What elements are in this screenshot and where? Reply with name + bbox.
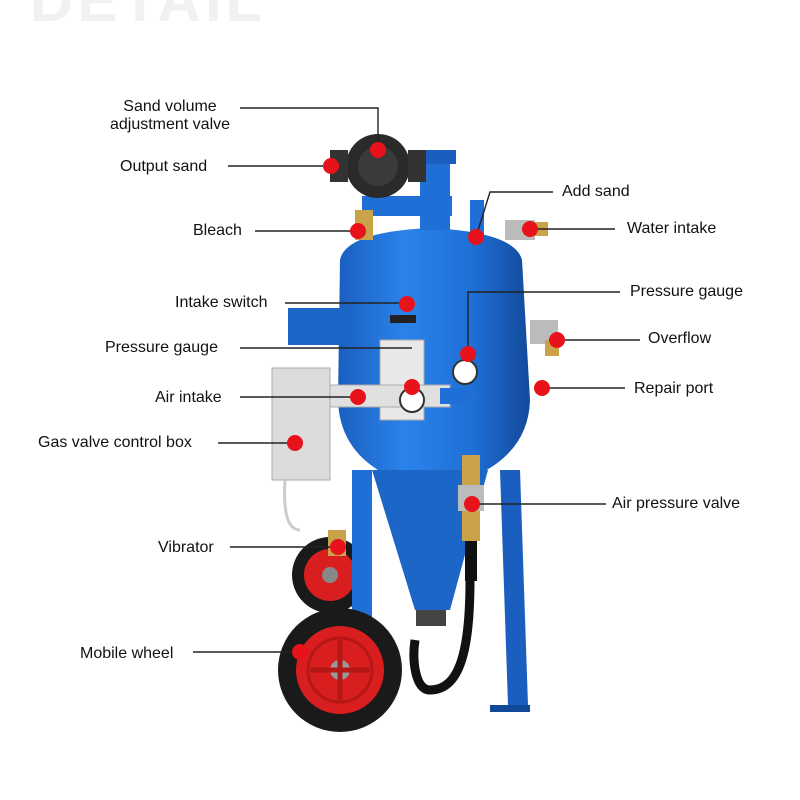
label-overflow: Overflow [648, 330, 712, 347]
watermark-text: DETAIL [30, 0, 267, 34]
front-wheel [278, 608, 402, 732]
marker-gas-valve-box [287, 435, 303, 451]
label-bleach: Bleach [193, 222, 242, 239]
label-add-sand: Add sand [562, 183, 630, 200]
marker-pressure-gauge-left [404, 379, 420, 395]
hose [409, 579, 475, 695]
label-vibrator: Vibrator [158, 539, 214, 556]
marker-pressure-gauge-right [460, 346, 476, 362]
label-water-intake: Water intake [627, 220, 717, 237]
label-air-pressure-valve: Air pressure valve [612, 495, 741, 512]
label-sand-volume-valve: Sand volume adjustment valve [100, 98, 240, 134]
label-pressure-gauge-right: Pressure gauge [630, 283, 743, 300]
marker-vibrator [330, 539, 346, 555]
leader-lines [193, 107, 640, 653]
support-legs [352, 470, 530, 712]
control-box-drawing [271, 367, 331, 532]
marker-mobile-wheel [292, 644, 308, 660]
label-sand-volume-valve-line2: adjustment valve [109, 116, 231, 133]
label-output-sand: Output sand [120, 158, 208, 175]
marker-air-intake [350, 389, 366, 405]
label-sand-volume-valve-line1: Sand volume [123, 98, 217, 115]
marker-add-sand [468, 229, 484, 245]
marker-bleach [350, 223, 366, 239]
label-air-intake: Air intake [155, 389, 222, 406]
label-repair-port: Repair port [634, 380, 714, 397]
marker-water-intake [522, 221, 538, 237]
marker-air-pressure-valve [464, 496, 480, 512]
marker-sand-volume-valve [370, 142, 386, 158]
label-gas-valve-control-box: Gas valve control box [38, 434, 192, 451]
marker-output-sand [323, 158, 339, 174]
marker-intake-switch [399, 296, 415, 312]
label-pressure-gauge-left: Pressure gauge [105, 339, 218, 356]
top-valve-assembly [330, 134, 456, 240]
markers [287, 142, 565, 660]
marker-repair-port [534, 380, 550, 396]
label-mobile-wheel: Mobile wheel [80, 645, 174, 662]
air-pressure-valve-drawing [458, 455, 484, 581]
marker-overflow [549, 332, 565, 348]
back-wheel [292, 537, 368, 613]
label-intake-switch: Intake switch [175, 294, 268, 311]
